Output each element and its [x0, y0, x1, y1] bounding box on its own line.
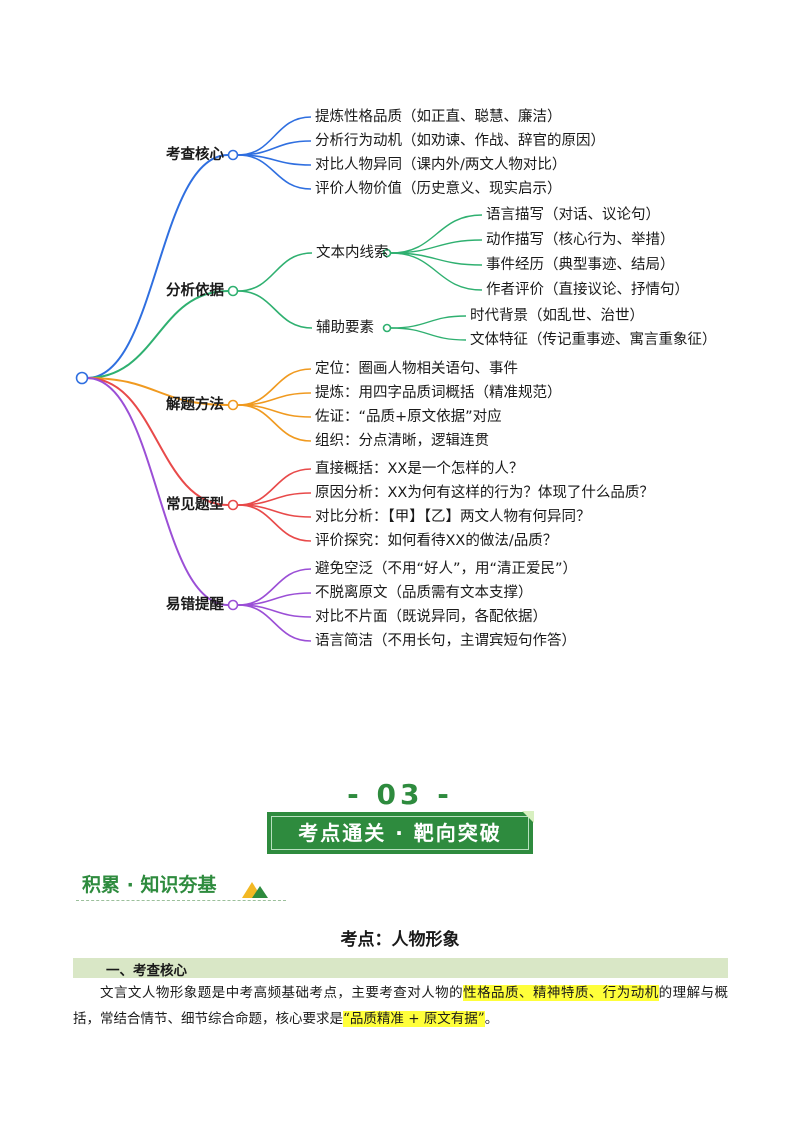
- branch-label: 分析依据: [166, 283, 224, 299]
- connector-line: [237, 468, 312, 506]
- connector-line: [237, 604, 312, 642]
- connector-line: [390, 252, 483, 291]
- sub-branch-label: 辅助要素: [316, 320, 374, 336]
- leaf-label: 动作描写（核心行为、举措）: [486, 232, 675, 248]
- leaf-label: 语言描写（对话、议论句）: [486, 207, 660, 223]
- leaf-label: 提炼性格品质（如正直、聪慧、廉洁）: [315, 109, 562, 125]
- connector-line: [237, 504, 312, 542]
- connector-line: [237, 368, 312, 406]
- branch-label: 常见题型: [166, 497, 224, 513]
- leaf-label: 评价探究：如何看待XX的做法/品质？: [315, 533, 558, 549]
- leaf-label: 直接概括：XX是一个怎样的人？: [315, 461, 524, 477]
- connector-line: [86, 377, 229, 606]
- connector-line: [237, 252, 313, 292]
- leaf-label: 语言简洁（不用长句，主谓宾短句作答）: [315, 633, 576, 649]
- leaf-label: 事件经历（典型事迹、结局）: [486, 257, 675, 273]
- connector-line: [390, 327, 467, 341]
- accumulate-badge: 积累 · 知识夯基: [76, 866, 286, 904]
- para-text-2: 的理解与概括，常结合情节、细节综合命题，核心要求是: [73, 985, 729, 1027]
- mind-map-connectors: [75, 116, 483, 642]
- section-number: - 03 -: [347, 778, 453, 811]
- heading-bar: 一、考查核心: [73, 958, 728, 979]
- branch-label: 易错提醒: [166, 597, 224, 613]
- connector-line: [86, 377, 229, 506]
- topic-title: 考点：人物形象: [340, 930, 460, 950]
- connector-line: [237, 116, 312, 156]
- connector-line: [390, 214, 483, 254]
- leaf-label: 定位：圈画人物相关语句、事件: [315, 361, 518, 377]
- leaf-label: 对比不片面（既说异同，各配依据）: [315, 609, 547, 625]
- branch-node: [227, 149, 239, 161]
- leaf-label: 组织：分点清晰，逻辑连贯: [315, 433, 489, 449]
- intro-paragraph: 文言文人物形象题是中考高频基础考点，主要考查对人物的性格品质、精神特质、行为动机…: [73, 980, 728, 1032]
- branch-node: [227, 499, 239, 511]
- connector-line: [390, 252, 483, 266]
- connector-line: [237, 568, 312, 606]
- connector-line: [86, 154, 229, 379]
- connector-line: [237, 154, 312, 190]
- accumulate-divider: [76, 900, 286, 901]
- connector-line: [237, 290, 313, 329]
- para-text-3: 。: [484, 1011, 499, 1027]
- mind-map: 考查核心 提炼性格品质（如正直、聪慧、廉洁） 分析行为动机（如劝谏、作战、辞官的原因…: [75, 109, 717, 649]
- leaf-label: 时代背景（如乱世、治世）: [470, 308, 644, 324]
- leaf-label: 避免空泛（不用“好人”，用“清正爱民”）: [315, 561, 578, 577]
- accumulate-label: 积累 · 知识夯基: [82, 874, 217, 896]
- leaf-label: 对比人物异同（课内外/两文人物对比）: [315, 157, 567, 173]
- leaf-label: 原因分析：XX为何有这样的行为？体现了什么品质？: [315, 485, 654, 501]
- connector-line: [86, 377, 229, 406]
- root-node: [75, 371, 89, 385]
- para-highlight-1: 性格品质、精神特质、行为动机: [463, 985, 659, 1001]
- leaf-label: 佐证：“品质+原文依据”对应: [315, 409, 502, 425]
- leaf-label: 对比分析：【甲】【乙】两文人物有何异同？: [315, 509, 591, 525]
- connector-line: [390, 239, 483, 254]
- leaf-label: 分析行为动机（如劝谏、作战、辞官的原因）: [315, 133, 605, 149]
- para-text-1: 文言文人物形象题是中考高频基础考点，主要考查对人物的: [100, 985, 464, 1001]
- section-banner: 考点通关 · 靶向突破: [267, 811, 534, 854]
- connector-line: [390, 315, 467, 329]
- mountain-icon: [242, 882, 268, 898]
- sub-branch-label: 文本内线索: [316, 245, 389, 261]
- leaf-label: 文体特征（传记重事迹、寓言重象征）: [470, 332, 717, 348]
- connector-line: [237, 404, 312, 442]
- leaf-label: 不脱离原文（品质需有文本支撑）: [315, 585, 533, 601]
- leaf-label: 作者评价（直接议论、抒情句）: [486, 282, 689, 298]
- connector-line: [86, 290, 229, 379]
- leaf-label: 评价人物价值（历史意义、现实启示）: [315, 181, 562, 197]
- section-banner-text: 考点通关 · 靶向突破: [298, 821, 502, 845]
- branch-node: [227, 285, 239, 297]
- leaf-label: 提炼：用四字品质词概括（精准规范）: [315, 385, 562, 401]
- branch-label: 解题方法: [166, 397, 224, 413]
- heading-text: 一、考查核心: [106, 963, 187, 979]
- para-highlight-2: “品质精准 + 原文有据”: [343, 1011, 485, 1027]
- branch-label: 考查核心: [166, 147, 224, 163]
- branch-node: [227, 599, 239, 611]
- sub-branch-node: [382, 323, 392, 333]
- branch-node: [227, 399, 239, 411]
- sub-branch-node: [382, 248, 392, 258]
